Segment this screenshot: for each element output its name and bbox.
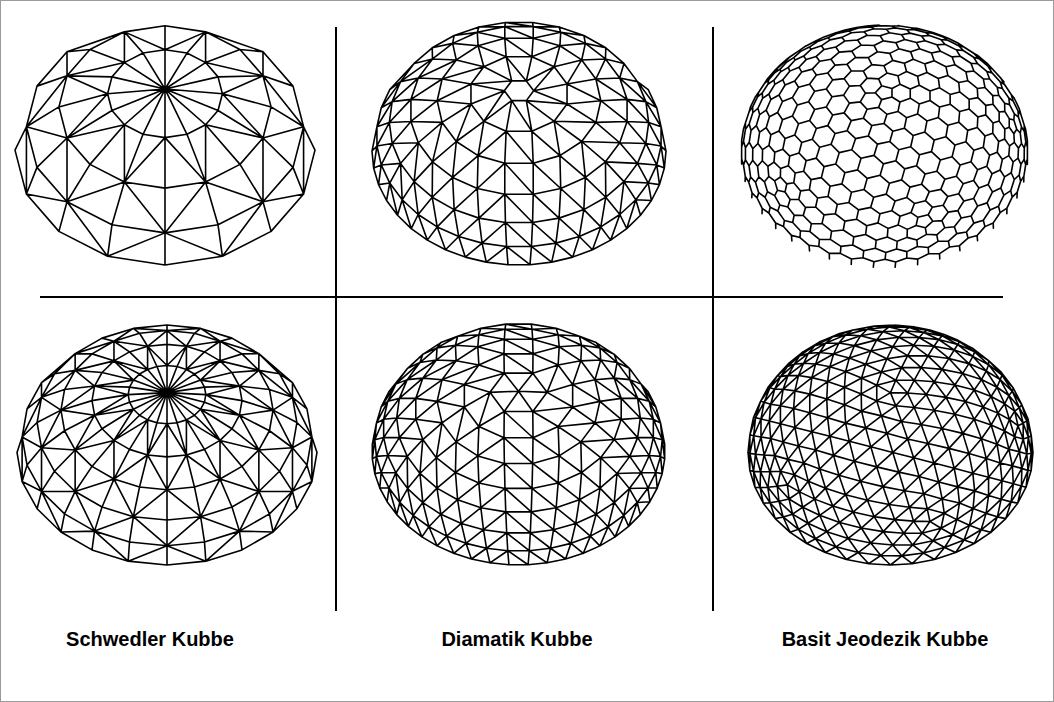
divider-line [712, 27, 714, 611]
schwedler-dome [15, 26, 315, 265]
diamatic-dome [372, 324, 664, 565]
diamatic-dome [372, 23, 666, 265]
divider-line [40, 296, 1003, 298]
dome-group [15, 23, 1033, 565]
caption-label: Diamatik Kubbe [441, 627, 592, 651]
caption-label: Schwedler Kubbe [66, 627, 234, 651]
hexagonal-geodesic-dome [742, 25, 1028, 267]
schwedler-dome [17, 325, 317, 565]
caption-label: Basit Jeodezik Kubbe [782, 627, 989, 651]
divider-line [335, 27, 337, 611]
triangulated-geodesic-dome [748, 325, 1033, 565]
